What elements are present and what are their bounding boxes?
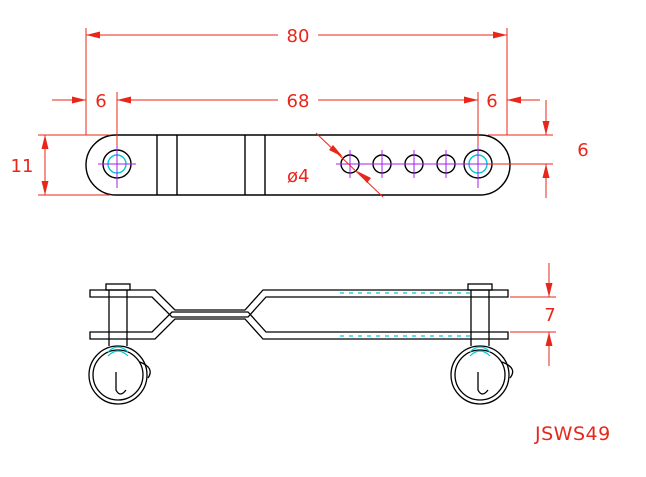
arrowhead: [545, 283, 553, 297]
left-pin-head: [105, 283, 131, 291]
left-clip-tail: [139, 361, 151, 379]
arrowhead: [507, 96, 521, 104]
right-pin-head: [467, 283, 493, 291]
arrowhead: [117, 96, 131, 104]
arrowhead: [72, 96, 86, 104]
dimension-6-right-label: 6: [486, 91, 497, 112]
dimension-11-label: 11: [11, 156, 34, 177]
side-bottom-plate: [89, 311, 509, 340]
diameter-leader: [315, 132, 384, 198]
hole-hidden-lines: [340, 292, 470, 337]
right-clip-ring-inner: [454, 349, 506, 401]
arrowhead: [542, 121, 550, 135]
dimension-6-side-label: 6: [577, 140, 588, 161]
arrowhead: [86, 31, 100, 39]
left-pin-collar: [107, 346, 129, 353]
dimension-diameter-label: ø4: [287, 166, 309, 187]
arrowhead: [329, 145, 343, 157]
arrowhead: [41, 135, 49, 149]
right-clip-ring-outer: [450, 345, 510, 405]
arrowhead: [493, 31, 507, 39]
right-clip-tail: [501, 361, 514, 379]
dimension-80-label: 80: [287, 26, 310, 47]
top-view: [85, 134, 511, 196]
right-pin-collar: [469, 346, 491, 353]
left-clip-hook: [115, 372, 127, 395]
left-clip-ring-outer: [88, 345, 148, 405]
side-view: [88, 283, 514, 405]
left-pin-collar: [107, 350, 129, 357]
right-clip-hook: [477, 372, 489, 395]
arrowhead: [357, 171, 371, 183]
centerlines: [98, 140, 497, 188]
arrowhead: [464, 96, 478, 104]
dimension-7-label: 7: [544, 305, 555, 326]
part-code: JSWS49: [534, 423, 611, 445]
side-view-cyan: [107, 292, 491, 357]
dimension-68-label: 68: [287, 91, 310, 112]
link-bar-outline: [85, 134, 511, 196]
arrowhead: [545, 332, 553, 346]
dimension-6-left-label: 6: [95, 91, 106, 112]
side-top-plate: [89, 289, 509, 318]
left-clip-ring-inner: [92, 349, 144, 401]
side-arrowheads: [545, 283, 553, 346]
arrowhead: [542, 164, 550, 178]
right-pin-collar: [469, 350, 491, 357]
arrowhead: [41, 181, 49, 195]
arrowheads: [41, 31, 550, 195]
